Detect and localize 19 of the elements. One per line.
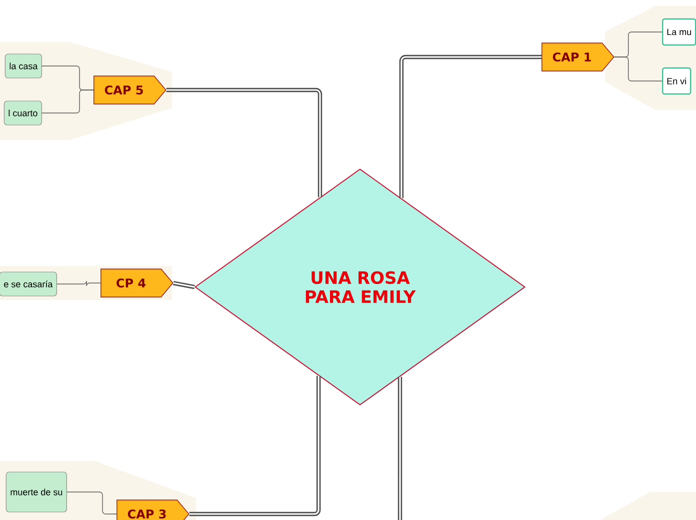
topic-box: En vi [662,67,692,95]
topic-box: La mu [662,18,696,46]
chapter-tag: CAP 1 [542,42,614,72]
connector [614,56,662,82]
topic-box: muerte de su [6,472,67,512]
connector [189,376,321,516]
chapter-tag: CP 4 [100,268,174,298]
topic-box: l cuarto [4,100,42,126]
connector [56,280,101,286]
connector [66,492,117,514]
topic-box: e se casaría [0,272,57,296]
connector [399,54,542,198]
connector [166,88,322,198]
topic-box: la casa [4,54,42,78]
connector [42,90,94,114]
connector [398,376,402,520]
chapter-tag: CAP 5 [94,76,166,104]
connector [172,280,195,290]
chapter-tag: CAP 3 [116,500,190,520]
